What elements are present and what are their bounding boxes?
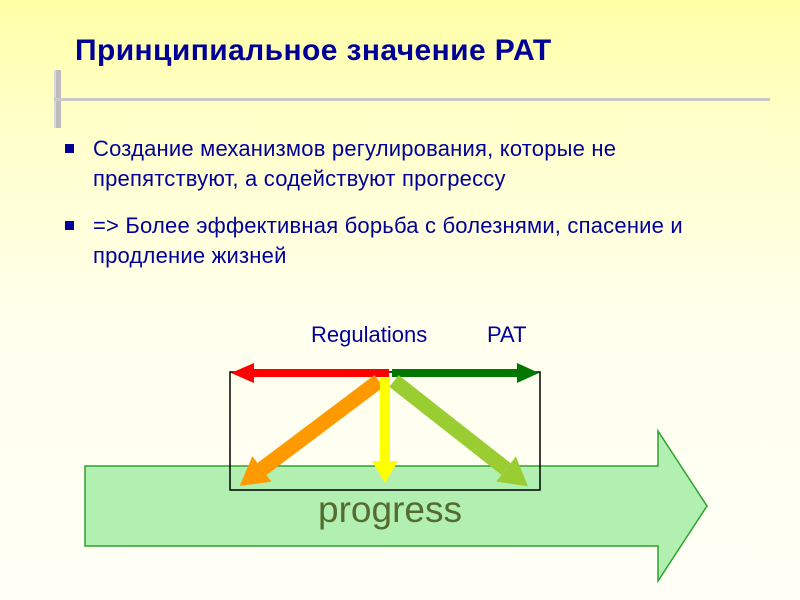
red-left-arrow <box>231 363 389 383</box>
pat-label: PAT <box>487 322 527 347</box>
progress-label: progress <box>318 489 462 530</box>
bullet-square-icon <box>65 221 74 230</box>
bullet-text: => Более эффективная борьба с болезнями,… <box>93 213 683 268</box>
bullet-item: Создание механизмов регулирования, котор… <box>60 134 725 194</box>
green-right-arrow <box>392 363 539 383</box>
regulations-label: Regulations <box>311 322 428 347</box>
title-underline <box>54 98 770 101</box>
slide-title: Принципиальное значение PAT <box>75 34 552 67</box>
bullet-item: => Более эффективная борьба с болезнями,… <box>60 211 725 271</box>
bullet-text: Создание механизмов регулирования, котор… <box>93 136 617 191</box>
olive-diagonal-arrow <box>389 375 529 487</box>
bullet-list: Создание механизмов регулирования, котор… <box>60 134 725 271</box>
orange-diagonal-arrow <box>239 375 384 486</box>
bullet-square-icon <box>65 144 74 153</box>
